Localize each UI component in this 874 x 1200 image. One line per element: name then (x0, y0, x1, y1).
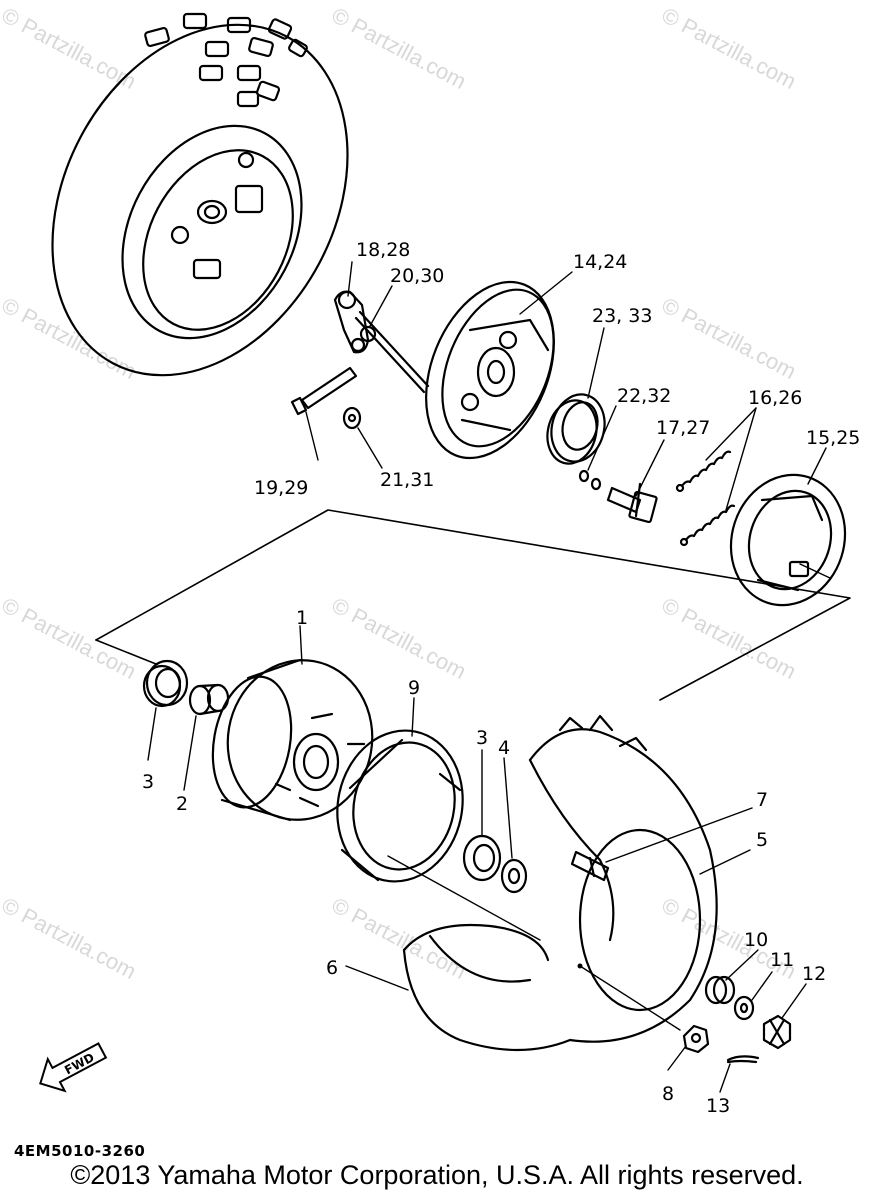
label-5: 5 (756, 829, 768, 851)
lever-bolt (290, 366, 358, 416)
brake-shoe-plate (425, 280, 555, 460)
label-15-25: 15,25 (806, 427, 860, 449)
brake-camshaft (606, 482, 658, 524)
label-13: 13 (706, 1095, 730, 1117)
brake-springs (675, 450, 736, 547)
assembly-frame (95, 509, 851, 701)
watermark: © Partzilla.com (0, 292, 140, 384)
rim-band (336, 729, 464, 883)
label-12: 12 (802, 963, 826, 985)
fwd-arrow-icon: FWD (39, 1042, 108, 1093)
part-labels: 18,28 20,30 14,24 23, 33 22,32 16,26 17,… (142, 239, 860, 1117)
label-20-30: 20,30 (390, 265, 444, 287)
label-16-26: 16,26 (748, 387, 802, 409)
rim-hole-dot (577, 963, 583, 969)
wheel-hub (211, 658, 374, 822)
label-21-31: 21,31 (380, 469, 434, 491)
watermark: © Partzilla.com (0, 892, 140, 984)
watermark: © Partzilla.com (328, 892, 471, 984)
watermark: © Partzilla.com (328, 2, 471, 94)
label-9: 9 (408, 677, 420, 699)
oil-seal (546, 393, 606, 465)
label-8: 8 (662, 1083, 674, 1105)
label-19-29: 19,29 (254, 477, 308, 499)
brake-shoes (729, 473, 847, 607)
label-22-32: 22,32 (617, 385, 671, 407)
lever-washer (342, 406, 362, 430)
label-14-24: 14,24 (573, 251, 627, 273)
label-3a: 3 (142, 771, 154, 793)
lever-nut (359, 325, 377, 343)
bearing-left (142, 659, 189, 708)
label-17-27: 17,27 (656, 417, 710, 439)
axle-bushing (704, 975, 736, 1005)
label-1: 1 (296, 607, 308, 629)
drawing-code: 4EM5010-3260 (14, 1142, 146, 1160)
label-18-28: 18,28 (356, 239, 410, 261)
castle-nut (762, 1014, 792, 1050)
copyright-notice: ©2013 Yamaha Motor Corporation, U.S.A. A… (70, 1160, 804, 1190)
label-2: 2 (176, 793, 188, 815)
hub-nut (682, 1024, 710, 1054)
label-11: 11 (770, 949, 794, 971)
watermark: © Partzilla.com (0, 592, 140, 684)
watermark: © Partzilla.com (658, 2, 801, 94)
watermark: © Partzilla.com (0, 2, 140, 94)
wheel-rim-inner (402, 923, 572, 1052)
bearing-right (462, 834, 502, 882)
label-23-33: 23, 33 (592, 305, 652, 327)
brake-cam-lever (333, 290, 430, 394)
axle-washer (733, 995, 755, 1021)
watermark: © Partzilla.com (328, 592, 471, 684)
wheel-rim-outer (528, 714, 718, 1043)
watermark-layer: © Partzilla.com © Partzilla.com © Partzi… (0, 2, 800, 984)
watermark: © Partzilla.com (658, 292, 801, 384)
o-rings (578, 469, 602, 491)
leader-lines (147, 261, 831, 1093)
tire-valve (570, 850, 610, 882)
washer-spacer (500, 858, 528, 894)
assembled-wheel-illustration (51, 12, 349, 377)
label-10: 10 (744, 929, 768, 951)
cotter-pin (726, 1055, 760, 1064)
label-3b: 3 (476, 727, 488, 749)
label-7: 7 (756, 789, 768, 811)
label-6: 6 (326, 957, 338, 979)
label-4: 4 (498, 737, 510, 759)
